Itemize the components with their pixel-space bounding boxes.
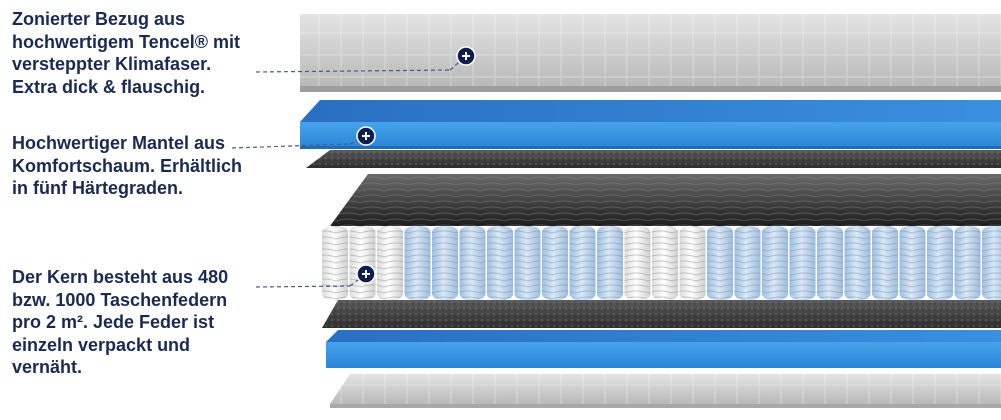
pocket-spring-coil: [514, 226, 541, 300]
callout-line: Zonierter Bezug aus: [12, 9, 186, 29]
callout-cover: Zonierter Bezug aus hochwertigem Tencel®…: [12, 8, 262, 98]
callout-foam: Hochwertiger Mantel aus Komfortschaum. E…: [12, 132, 252, 200]
pocket-spring-coil: [982, 226, 1001, 300]
spring-core-top: [330, 174, 1001, 226]
callout-line: Komfortschaum. Erhältlich: [12, 155, 243, 176]
callout-line: Extra dick & flauschig.: [12, 76, 206, 97]
pocket-spring-coil: [734, 226, 761, 300]
pocket-spring-coil: [899, 226, 926, 300]
pocket-spring-coil: [377, 226, 403, 300]
pocket-spring-coil: [569, 226, 596, 300]
cover-layer-bottom: [330, 374, 1001, 408]
pocket-spring-coil: [432, 226, 458, 300]
cover-layer: [300, 14, 1001, 92]
pocket-spring-coil: [789, 226, 816, 300]
pocket-spring-coil: [844, 226, 871, 300]
plus-circle-icon[interactable]: [356, 126, 376, 146]
callout-core: Der Kern besteht aus 480 bzw. 1000 Tasch…: [12, 266, 242, 379]
pocket-spring-coil: [927, 226, 953, 300]
pocket-spring-coil: [872, 226, 898, 300]
spring-row: [322, 226, 1001, 300]
pocket-spring-coil: [597, 226, 623, 300]
pocket-spring-coil: [762, 226, 788, 300]
pocket-spring-coil: [624, 226, 651, 300]
pocket-spring-coil: [652, 226, 678, 300]
pocket-spring-coil: [679, 226, 706, 300]
pocket-spring-coil: [349, 226, 376, 300]
callout-line: in fünf Härtegraden.: [12, 178, 184, 198]
plus-circle-icon[interactable]: [356, 264, 376, 284]
felt-layer-bottom: [322, 300, 1001, 328]
felt-layer-top: [306, 150, 1001, 168]
callout-line: hochwertigem Tencel® mit: [12, 31, 240, 52]
callout-line: versteppter Klimafaser.: [12, 54, 212, 74]
plus-circle-icon[interactable]: [456, 46, 476, 66]
pocket-spring-coil: [487, 226, 513, 300]
callout-line: einzeln verpackt und: [12, 334, 191, 355]
foam-layer-bottom: [326, 330, 1001, 368]
callout-line: vernäht.: [12, 357, 83, 377]
callout-line: pro 2 m². Jede Feder ist: [12, 312, 215, 332]
pocket-spring-coil: [542, 226, 568, 300]
callout-line: Der Kern besteht aus 480: [12, 267, 229, 287]
callout-line: Hochwertiger Mantel aus: [12, 133, 226, 153]
pocket-spring-coil: [404, 226, 431, 300]
pocket-spring-coil: [322, 226, 348, 300]
foam-layer: [300, 100, 1001, 149]
callout-line: bzw. 1000 Taschenfedern: [12, 289, 228, 310]
pocket-spring-coil: [817, 226, 843, 300]
pocket-spring-coil: [954, 226, 981, 300]
pocket-spring-coil: [459, 226, 486, 300]
pocket-spring-coil: [707, 226, 733, 300]
